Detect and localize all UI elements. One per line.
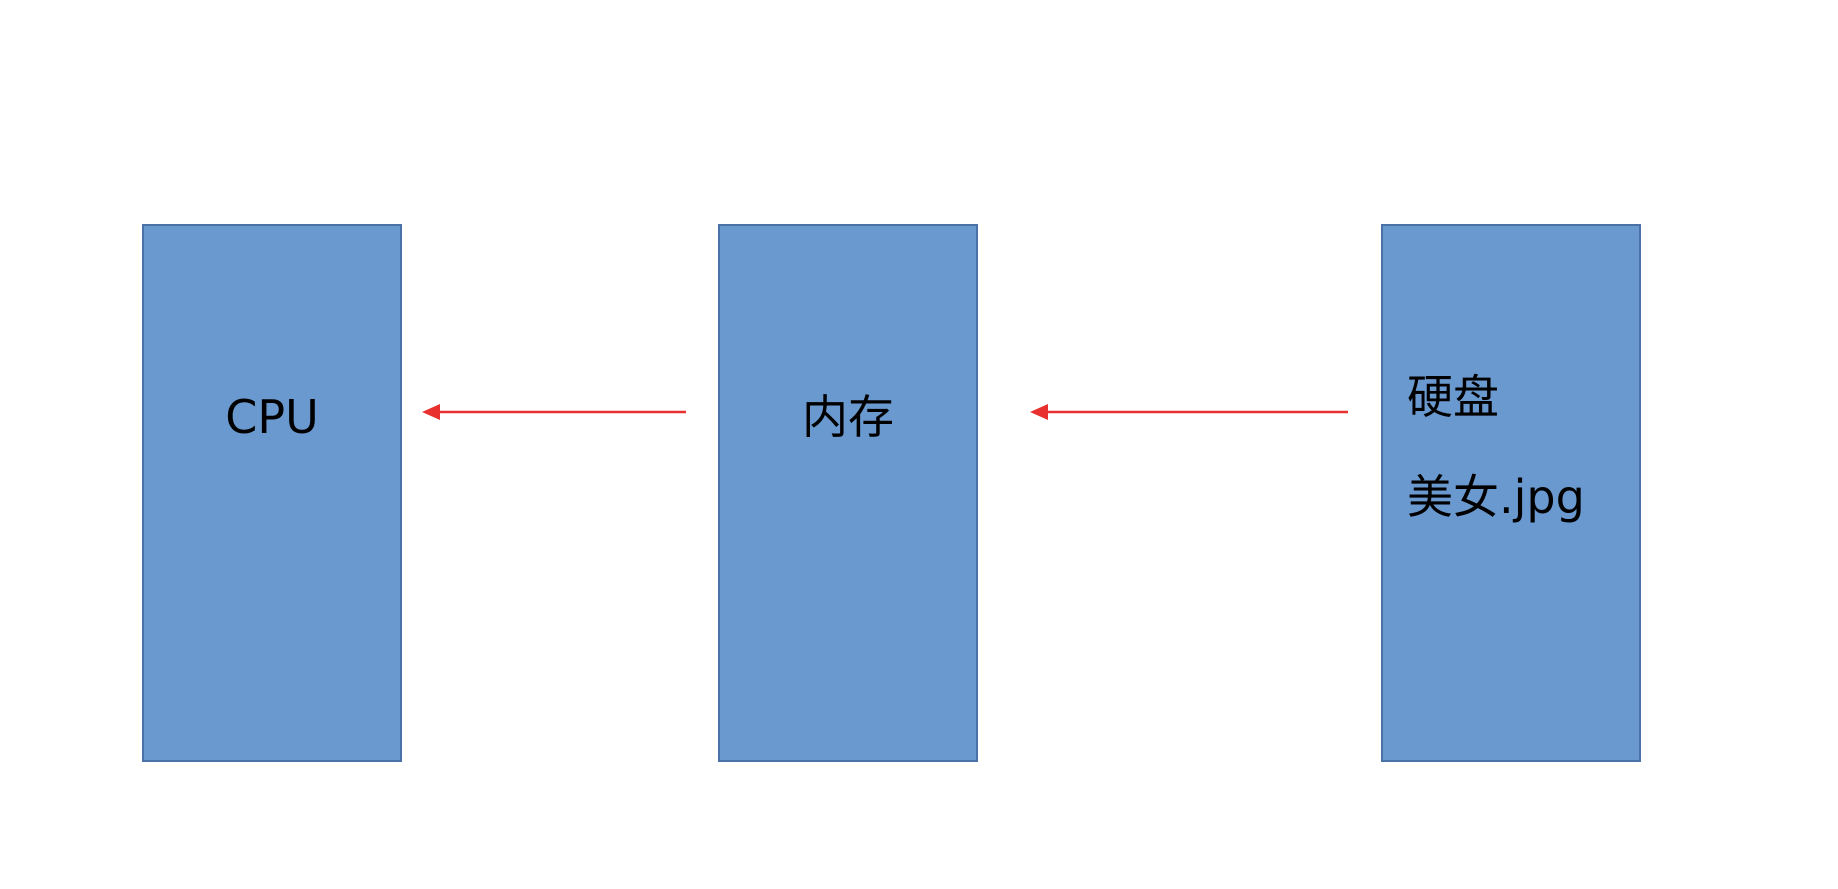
arrow-disk-to-memory [1030, 404, 1348, 420]
cpu-label: CPU [225, 390, 319, 444]
memory-box: 内存 [718, 224, 978, 762]
cpu-box: CPU [142, 224, 402, 762]
disk-box: 硬盘 美女.jpg [1381, 224, 1641, 762]
memory-label: 内存 [802, 390, 894, 444]
arrow-memory-to-cpu [422, 404, 686, 420]
arrow-disk-to-memory-head [1030, 404, 1048, 420]
disk-label: 硬盘 [1407, 370, 1499, 424]
arrow-memory-to-cpu-head [422, 404, 440, 420]
disk-file-label: 美女.jpg [1407, 470, 1585, 524]
